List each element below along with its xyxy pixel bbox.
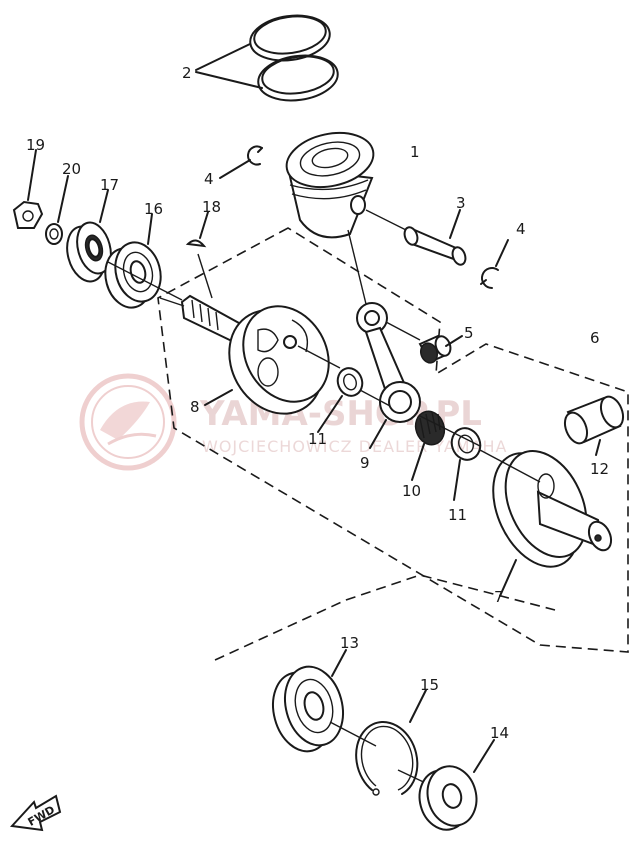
part-label-11a: 11 xyxy=(308,430,327,448)
watermark-subtitle: WOJCIECHOWICZ DEALER YAMAHA xyxy=(202,437,508,456)
part-label-2: 2 xyxy=(182,64,192,82)
bearing-circlip xyxy=(355,721,419,796)
lower-assembly-outline xyxy=(214,574,556,661)
part-label-3: 3 xyxy=(456,194,466,212)
piston-pin-clip-left xyxy=(247,145,263,166)
part-label-5: 5 xyxy=(464,324,474,342)
part-label-8: 8 xyxy=(190,398,200,416)
woodruff-key xyxy=(185,239,207,248)
part-label-15: 15 xyxy=(420,676,439,694)
part-label-11b: 11 xyxy=(448,506,467,524)
crank-pin xyxy=(563,395,625,445)
piston-pin-clip-right xyxy=(480,267,499,289)
part-label-13: 13 xyxy=(340,634,359,652)
part-label-4b: 4 xyxy=(516,220,526,238)
part-label-10: 10 xyxy=(402,482,421,500)
fwd-arrow: FWD xyxy=(9,794,62,832)
small-end-bearing xyxy=(418,334,452,364)
crank-washer-right xyxy=(450,427,482,461)
part-label-17: 17 xyxy=(100,176,119,194)
crank-right xyxy=(492,450,613,568)
crank-washer-left xyxy=(336,367,364,397)
piston-pin xyxy=(403,226,467,266)
part-label-9: 9 xyxy=(360,454,370,472)
part-label-6: 6 xyxy=(590,329,600,347)
crank-nut xyxy=(12,200,44,229)
big-end-bearing xyxy=(414,410,446,446)
part-label-4a: 4 xyxy=(204,170,214,188)
crank-bearing-right xyxy=(272,665,344,753)
part-label-14: 14 xyxy=(490,724,509,742)
part-label-7: 7 xyxy=(494,588,504,606)
part-label-16: 16 xyxy=(144,200,163,218)
piston xyxy=(285,131,375,239)
watermark-logo xyxy=(79,373,177,471)
piston-rings xyxy=(195,14,339,102)
part-label-1: 1 xyxy=(410,143,420,161)
oil-seal-left xyxy=(66,221,112,283)
crank-washer xyxy=(45,223,63,245)
oil-seal-right xyxy=(418,765,478,831)
part-label-19: 19 xyxy=(26,136,45,154)
crank-bearing-left xyxy=(104,241,162,309)
crank-left xyxy=(180,294,330,415)
part-label-18: 18 xyxy=(202,198,221,216)
part-label-20: 20 xyxy=(62,160,81,178)
connecting-rod xyxy=(356,302,421,423)
part-label-12: 12 xyxy=(590,460,609,478)
